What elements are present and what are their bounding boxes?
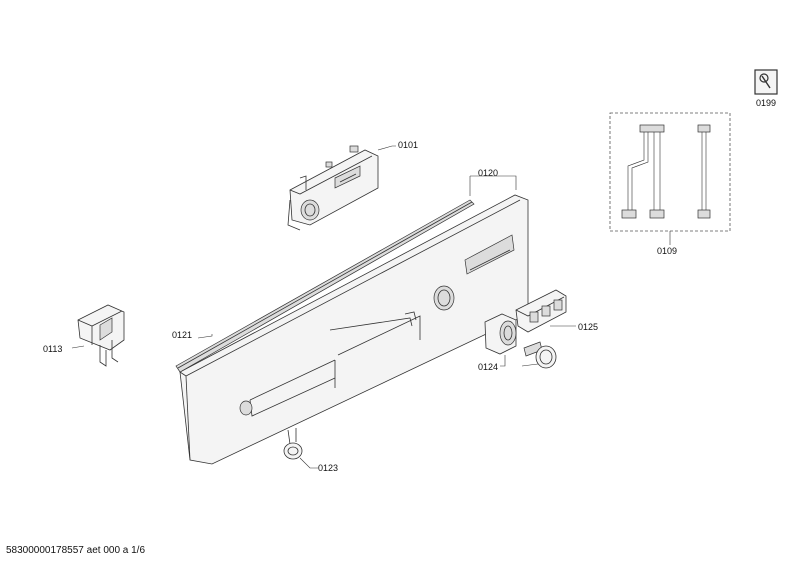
- knob-housing[interactable]: [484, 313, 517, 355]
- wiring-harness-group[interactable]: [609, 112, 731, 232]
- rotary-knob[interactable]: [523, 341, 557, 369]
- part-label-0125: 0125: [578, 322, 599, 332]
- service-wrench-icon: [754, 69, 778, 95]
- leader-lines: [71, 145, 671, 469]
- control-panel-fascia[interactable]: [179, 194, 529, 465]
- part-label-0113: 0113: [43, 344, 63, 354]
- mounting-bracket[interactable]: [77, 304, 125, 367]
- switch-block[interactable]: [515, 289, 567, 333]
- seal-strip[interactable]: [175, 199, 475, 373]
- part-label-0101: 0101: [398, 140, 419, 150]
- part-label-0120: 0120: [478, 168, 499, 178]
- part-label-0121: 0121: [172, 330, 193, 340]
- push-button[interactable]: [283, 428, 303, 460]
- part-label-0199: 0199: [756, 98, 777, 108]
- part-label-0124: 0124: [478, 362, 499, 372]
- part-label-0123: 0123: [318, 463, 339, 473]
- display-module[interactable]: [287, 145, 379, 231]
- document-footer-id: 58300000178557 aet 000 a 1/6: [6, 545, 146, 556]
- part-label-0109: 0109: [657, 246, 678, 256]
